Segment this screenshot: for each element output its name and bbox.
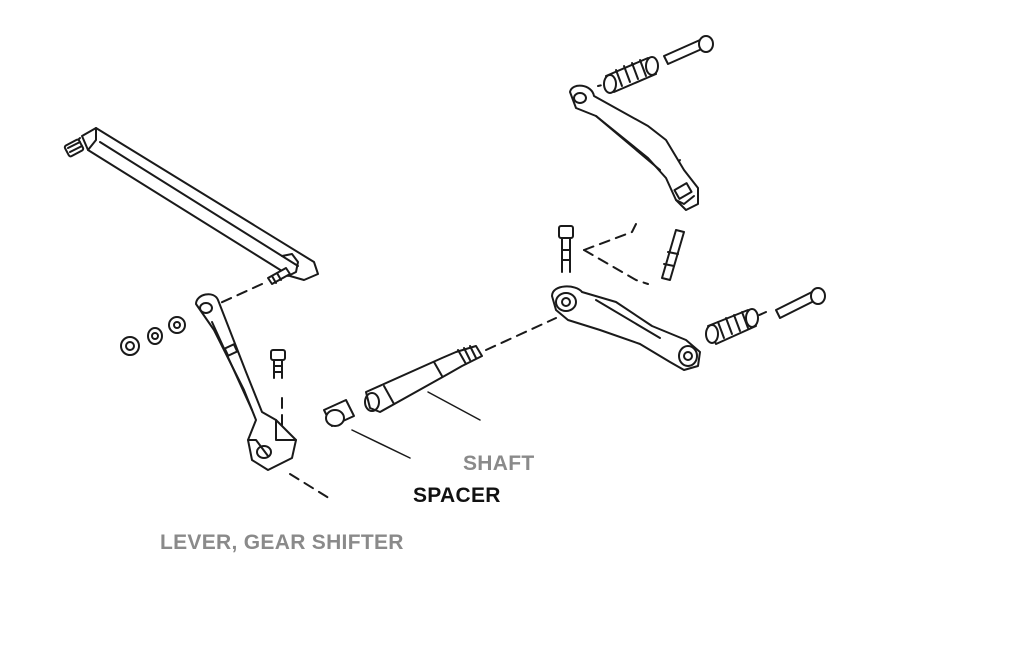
gear-shifter-lever — [195, 293, 297, 471]
upper-pin — [663, 35, 714, 65]
clamp-screw — [270, 349, 286, 379]
shaft-leader-line — [427, 391, 481, 421]
pivot-bolt — [661, 229, 685, 281]
nuts-and-washers — [120, 316, 186, 356]
rod-end-screw — [267, 267, 291, 285]
pedal-screw — [558, 225, 574, 273]
label-shaft: SHAFT — [463, 452, 535, 475]
spacer-leader-line — [351, 429, 411, 459]
upper-spring — [603, 56, 659, 94]
shaft-part — [364, 345, 483, 413]
upper-pedal-arm — [569, 84, 699, 211]
lower-pin — [775, 287, 826, 319]
spacer-part — [323, 399, 355, 427]
label-lever-gear-shifter: LEVER, GEAR SHIFTER — [160, 531, 404, 554]
lower-spring — [705, 308, 759, 345]
shift-rod — [63, 127, 319, 281]
assembly-dash-lines-left — [217, 283, 333, 501]
label-spacer: SPACER — [413, 484, 501, 507]
lower-pedal-arm — [551, 285, 701, 371]
